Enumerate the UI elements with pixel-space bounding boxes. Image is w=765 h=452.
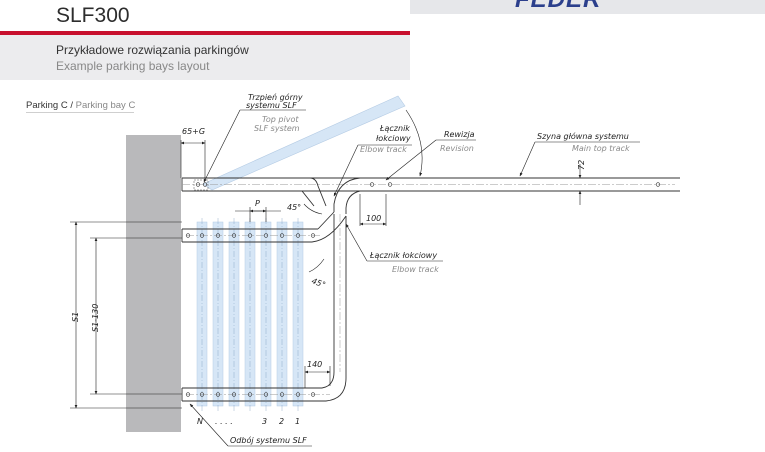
main-track-pivots xyxy=(195,182,661,187)
upper-track-pivots xyxy=(185,233,316,238)
dimension-offset-label: 65+G xyxy=(182,127,205,136)
subtitle-polish: Przykładowe rozwiązania parkingów xyxy=(56,43,249,57)
bay-label: Parking C / Parking bay C xyxy=(26,100,135,111)
elbow-track-top xyxy=(293,177,361,214)
elbow-top-label-pl-1: Łącznik xyxy=(379,124,410,133)
dimension-72-label: 72 xyxy=(577,160,586,170)
panel-centerlines xyxy=(201,218,299,412)
angle-top-arc xyxy=(303,203,323,215)
top-pivot-label-en-1: Top pivot xyxy=(262,115,299,124)
upper-storage-track xyxy=(181,211,347,243)
main-top-track xyxy=(181,177,680,192)
leader-lines xyxy=(189,109,640,447)
title-accent-line xyxy=(0,31,410,35)
main-track-label-pl: Szyna główna systemu xyxy=(537,131,629,141)
subtitle-english: Example parking bays layout xyxy=(56,59,210,73)
bay-label-sep: / xyxy=(67,100,76,111)
top-pivot-label-en-2: SLF system xyxy=(254,124,300,133)
vertical-track xyxy=(333,214,347,378)
angle-mid-arc xyxy=(308,258,325,273)
lower-storage-track xyxy=(181,371,347,402)
dimension-s1-minus xyxy=(90,237,182,395)
bay-label-pl: Parking C xyxy=(26,100,68,111)
main-track-label-en: Main top track xyxy=(572,144,630,153)
dimension-s1 xyxy=(70,221,182,409)
top-pivot-label-pl-2: systemu SLF xyxy=(246,101,297,110)
dimension-100-label: 100 xyxy=(366,214,381,223)
subtitle-panel xyxy=(0,35,410,80)
bay-label-en: Parking bay C xyxy=(75,100,136,111)
elbow-top-label-pl-2: łokciowy xyxy=(376,134,411,143)
page-title: SLF300 xyxy=(56,4,130,27)
bay-label-rule xyxy=(26,112,134,113)
lower-track-pivots xyxy=(185,392,316,397)
dimension-s1-minus-label: S1-130 xyxy=(91,304,100,332)
panel-ellipsis: . . . . xyxy=(215,417,233,426)
open-panel xyxy=(202,95,406,191)
dimension-pitch-label: P xyxy=(255,199,260,208)
dimension-140-label: 140 xyxy=(307,360,322,369)
dimension-pitch xyxy=(235,207,281,222)
elbow-mid-label-pl: Łącznik łokciowy xyxy=(369,251,437,260)
wall xyxy=(126,135,181,432)
revision-label-en: Revision xyxy=(440,144,474,153)
dimension-100 xyxy=(359,194,387,226)
angle-mid-label: 45° xyxy=(310,276,326,289)
swing-arc xyxy=(405,109,423,177)
brand-logo: FEDER xyxy=(515,0,601,14)
elbow-mid-label-en: Elbow track xyxy=(392,265,439,274)
elbow-top-label-en: Elbow track xyxy=(360,145,407,154)
panel-number-1: 1 xyxy=(295,417,300,426)
panel-number-3: 3 xyxy=(262,417,267,426)
stop-label-pl: Odbój systemu SLF xyxy=(230,435,307,445)
dimension-offset xyxy=(180,140,206,178)
top-pivot-label-pl-1: Trzpień górny xyxy=(248,92,303,102)
panel-number-2: 2 xyxy=(279,417,284,426)
revision-label-pl: Rewizja xyxy=(444,130,475,139)
top-pivot-detail xyxy=(193,179,209,191)
dimension-s1-label: S1 xyxy=(71,312,80,322)
dimension-140 xyxy=(304,366,331,388)
logo-band xyxy=(410,0,765,14)
panel-number-n: N xyxy=(197,417,203,426)
angle-top-label: 45° xyxy=(287,203,301,212)
